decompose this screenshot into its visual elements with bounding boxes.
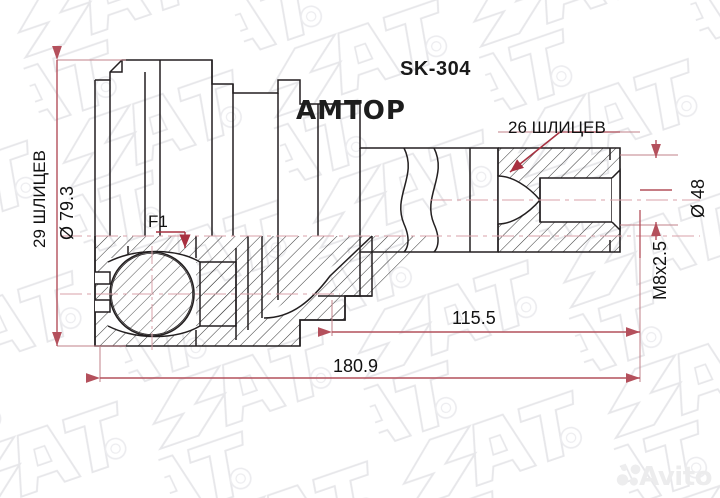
outer-splines-label: 29 ШЛИЦЕВ [30, 150, 49, 248]
avito-watermark: Avito [639, 462, 712, 492]
inner-splines-label: 26 ШЛИЦЕВ [508, 118, 606, 137]
brand-overlay: AMTOP [296, 96, 406, 126]
total-length-dimension: 180.9 [333, 356, 379, 376]
thread-spec-label: M8x2.5 [650, 240, 670, 300]
avito-logo-icon [616, 464, 641, 486]
shaft-diameter-label: Ø 48 [688, 178, 708, 218]
feature-marker-f1: F1 [148, 212, 168, 231]
outer-diameter-label: Ø 79.3 [57, 185, 77, 240]
shaft-length-dimension: 115.5 [452, 308, 496, 328]
part-number: SK-304 [400, 58, 471, 80]
